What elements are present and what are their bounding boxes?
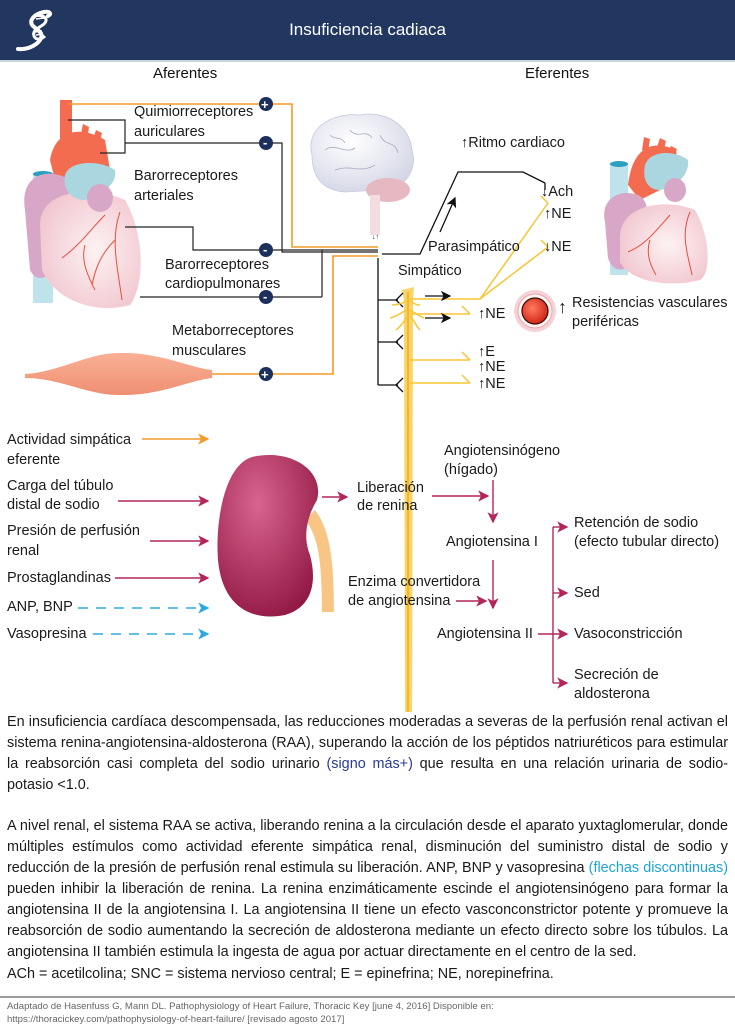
label-atrial-chemoreceptors-1: Quimiorreceptores xyxy=(134,104,254,120)
paragraph-1-text-a: En insuficiencia cardíaca descompensada,… xyxy=(7,714,728,772)
label-sodium-retention-2: (efecto tubular directo) xyxy=(574,534,720,550)
sign-minus-arterial: - xyxy=(263,135,268,150)
afferent-column-title: Aferentes xyxy=(153,65,218,82)
label-aldosterone-1: Secreción de xyxy=(574,667,659,683)
label-distal-sodium-1: Carga del túbulo xyxy=(7,478,114,494)
label-cardiopulmonary-baroreceptors-1: Barorreceptores xyxy=(165,257,269,273)
label-heart-rate: ↑Ritmo cardiaco xyxy=(461,135,565,151)
efferent-column-title: Eferentes xyxy=(525,65,590,82)
label-distal-sodium-2: distal de sodio xyxy=(7,497,100,513)
label-ne-up: ↑NE xyxy=(544,206,572,222)
label-sodium-retention-1: Retención de sodio xyxy=(574,515,699,531)
label-arterial-baroreceptors-2: arteriales xyxy=(134,188,194,204)
sign-plus-atrial: + xyxy=(261,97,269,112)
dna-helix-logo-icon xyxy=(16,9,53,52)
label-vascular-resistance-1: Resistencias vasculares xyxy=(572,295,728,311)
footer-line-2: https://thoracickey.com/pathophysiology-… xyxy=(7,1014,345,1025)
kidney-illustration xyxy=(217,454,334,617)
heart-illustration-left xyxy=(24,100,141,309)
abbreviations: ACh = acetilcolina; SNC = sistema nervio… xyxy=(7,966,554,982)
label-prostaglandins: Prostaglandinas xyxy=(7,570,111,586)
blood-vessel-icon xyxy=(514,290,556,332)
label-parasympathetic: Parasimpático xyxy=(428,239,520,255)
footer-divider xyxy=(0,996,735,998)
label-arterial-baroreceptors-1: Barorreceptores xyxy=(134,168,238,184)
paragraph-2: A nivel renal, el sistema RAA se activa,… xyxy=(7,816,728,963)
label-vascular-arrow: ↑ xyxy=(558,297,567,317)
spinal-cord xyxy=(402,287,414,712)
paragraph-1-text-b: que resulta en una relación urinaria de … xyxy=(7,756,728,793)
label-aldosterone-2: aldosterona xyxy=(574,686,650,702)
label-ach: ↓Ach xyxy=(541,184,574,200)
label-adrenal-e: ↑E xyxy=(478,344,495,360)
label-perfusion-pressure-2: renal xyxy=(7,543,40,559)
sympathetic-fibres xyxy=(389,195,549,384)
heart-illustration-right xyxy=(604,137,708,284)
label-renin-release-2: de renina xyxy=(357,498,418,514)
raas-arrows xyxy=(322,480,569,689)
header-divider xyxy=(0,60,735,62)
label-perfusion-pressure-1: Presión de perfusión xyxy=(7,523,140,539)
brain-illustration xyxy=(310,113,414,235)
paragraph-1-highlight: (signo más+) xyxy=(326,756,413,772)
sign-minus-cardio-2: - xyxy=(263,289,268,304)
label-anp-bnp: ANP, BNP xyxy=(7,599,73,615)
header-bar: Insuficiencia cadiaca xyxy=(0,0,735,60)
label-vasopressin: Vasopresina xyxy=(7,626,87,642)
label-ace-2: de angiotensina xyxy=(348,593,451,609)
sign-minus-cardio-1: - xyxy=(263,242,268,257)
label-vessel-ne: ↑NE xyxy=(478,306,506,322)
label-sympathetic: Simpático xyxy=(398,263,462,279)
parasympathetic-pathway xyxy=(382,171,546,255)
paragraph-1: En insuficiencia cardíaca descompensada,… xyxy=(7,712,728,796)
label-vascular-resistance-2: periféricas xyxy=(572,314,639,330)
paragraph-2-highlight: (flechas discontinuas) xyxy=(588,860,728,876)
page-title: Insuficiencia cadiaca xyxy=(289,20,446,39)
kidney-input-arrows xyxy=(78,433,210,640)
label-ace-1: Enzima convertidora xyxy=(348,574,481,590)
muscle-illustration xyxy=(25,352,212,396)
label-muscle-metaboreceptors-1: Metaborreceptores xyxy=(172,323,294,339)
sympathetic-chain xyxy=(377,258,404,393)
label-muscle-metaboreceptors-2: musculares xyxy=(172,343,247,359)
label-vasoconstriction: Vasoconstricción xyxy=(574,626,683,642)
paragraph-2-text-b: pueden inhibir la liberación de renina. … xyxy=(7,881,728,960)
label-brainstem-arrows: ↓↑ xyxy=(372,234,379,241)
label-atrial-chemoreceptors-2: auriculares xyxy=(134,124,205,140)
sign-markers xyxy=(259,97,273,381)
label-sympathetic-activity-2: eferente xyxy=(7,452,61,468)
sign-plus-muscle: + xyxy=(261,367,269,382)
label-renin-release-1: Liberación xyxy=(357,480,424,496)
label-angiotensinogen-1: Angiotensinógeno xyxy=(444,443,561,459)
label-sympathetic-activity-1: Actividad simpática xyxy=(7,432,132,448)
label-angiotensin-1: Angiotensina I xyxy=(446,534,538,550)
label-angiotensinogen-2: (hígado) xyxy=(444,462,499,478)
label-cardiopulmonary-baroreceptors-2: cardiopulmonares xyxy=(165,276,281,292)
paragraph-2-text-a: A nivel renal, el sistema RAA se activa,… xyxy=(7,818,728,876)
diagram-canvas xyxy=(24,97,708,712)
label-thirst: Sed xyxy=(574,585,600,601)
label-adrenal-ne: ↑NE xyxy=(478,359,506,375)
footer-line-1: Adaptado de Hasenfuss G, Mann DL. Pathop… xyxy=(7,1001,494,1012)
label-kidney-ne: ↑NE xyxy=(478,376,506,392)
label-ne-down: ↓NE xyxy=(544,239,572,255)
footer-citation: Adaptado de Hasenfuss G, Mann DL. Pathop… xyxy=(7,1000,494,1026)
label-angiotensin-2: Angiotensina II xyxy=(437,626,533,642)
